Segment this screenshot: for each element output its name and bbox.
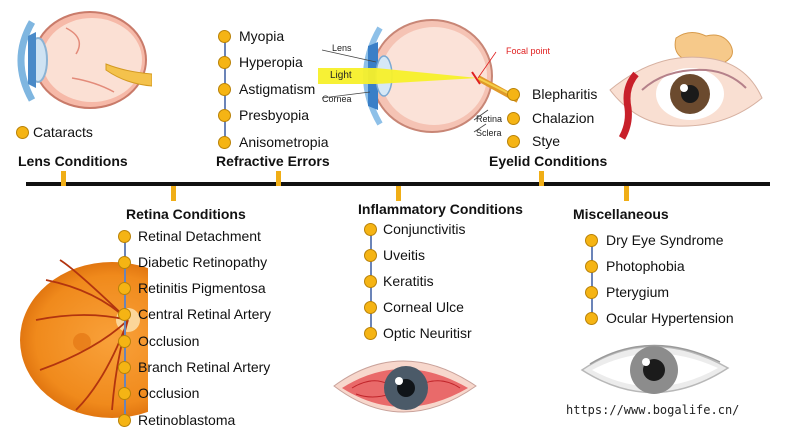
- retina-fundus-illustration: [20, 259, 148, 418]
- bullet-dot: [118, 281, 131, 295]
- eyelid-illustration: [609, 32, 763, 140]
- list-item: Myopia: [218, 28, 284, 44]
- bullet-dot: [118, 360, 131, 374]
- diagram-label-retina: Retina: [476, 114, 503, 124]
- grey-eye-illustration: [580, 344, 730, 394]
- category-miscellaneous: Miscellaneous: [573, 206, 669, 222]
- category-refractive-errors: Refractive Errors: [216, 153, 330, 169]
- bullet-dot: [118, 255, 131, 269]
- diagram-label-light: Light: [330, 70, 352, 81]
- diagram-label-sclera: Sclera: [476, 128, 502, 138]
- list-item: Cataracts: [16, 124, 93, 140]
- diagram-label-focal-point: Focal point: [506, 46, 551, 56]
- bullet-dot: [118, 413, 131, 427]
- list-item: Corneal Ulce: [364, 299, 464, 315]
- bullet-dot: [585, 311, 598, 325]
- bullet-dot: [585, 285, 598, 299]
- connector-line: [124, 242, 126, 422]
- bullet-dot: [364, 222, 377, 236]
- bullet-dot: [364, 248, 377, 262]
- list-item: Anisometropia: [218, 134, 329, 150]
- list-item: Astigmatism: [218, 81, 315, 97]
- list-item: Stye: [507, 133, 560, 149]
- list-item: Retinal Detachment: [118, 228, 261, 244]
- list-item: Diabetic Retinopathy: [118, 254, 267, 270]
- bullet-dot: [118, 386, 131, 400]
- list-item: Retinitis Pigmentosa: [118, 280, 266, 296]
- category-lens-conditions: Lens Conditions: [18, 153, 128, 169]
- bullet-dot: [218, 135, 231, 149]
- bullet-dot: [585, 259, 598, 273]
- watermark-url: https://www.bogalife.cn/: [566, 403, 740, 417]
- list-item: Retinoblastoma: [118, 412, 235, 428]
- list-item: Conjunctivitis: [364, 221, 465, 237]
- lens-cross-section-illustration: [17, 11, 152, 109]
- list-item: Central Retinal Artery: [118, 306, 271, 322]
- bullet-dot: [507, 134, 520, 148]
- list-item: Hyperopia: [218, 54, 303, 70]
- timeline-axis: [26, 182, 770, 186]
- list-item: Branch Retinal Artery: [118, 359, 270, 375]
- timeline-tick-lens: [61, 171, 66, 186]
- list-item: Occlusion: [118, 333, 199, 349]
- category-eyelid-conditions: Eyelid Conditions: [489, 153, 608, 169]
- bullet-dot: [218, 108, 231, 122]
- category-inflammatory-conditions: Inflammatory Conditions: [358, 201, 523, 217]
- bullet-dot: [218, 29, 231, 43]
- timeline-tick-refractive: [276, 171, 281, 186]
- bullet-dot: [507, 111, 520, 125]
- list-item: Chalazion: [507, 110, 594, 126]
- timeline-tick-misc: [624, 186, 629, 201]
- diagram-label-lens: Lens: [332, 43, 352, 53]
- diagram-label-cornea: Cornea: [322, 94, 352, 104]
- list-item: Presbyopia: [218, 107, 309, 123]
- timeline-tick-inflammatory: [396, 186, 401, 201]
- bullet-dot: [118, 334, 131, 348]
- timeline-tick-eyelid: [539, 171, 544, 186]
- list-item: Photophobia: [585, 258, 685, 274]
- bullet-dot: [118, 307, 131, 321]
- bullet-dot: [218, 55, 231, 69]
- bullet-dot: [585, 233, 598, 247]
- list-item: Pterygium: [585, 284, 669, 300]
- list-item: Dry Eye Syndrome: [585, 232, 723, 248]
- bullet-dot: [218, 82, 231, 96]
- list-item: Ocular Hypertension: [585, 310, 734, 326]
- bullet-dot: [364, 274, 377, 288]
- list-item: Uveitis: [364, 247, 425, 263]
- category-retina-conditions: Retina Conditions: [126, 206, 246, 222]
- bullet-dot: [507, 87, 520, 101]
- bullet-dot: [364, 300, 377, 314]
- bullet-dot: [16, 125, 29, 139]
- list-item: Occlusion: [118, 385, 199, 401]
- inflamed-eye-illustration: [333, 360, 477, 413]
- bullet-dot: [364, 326, 377, 340]
- timeline-tick-retina: [171, 186, 176, 201]
- list-item: Keratitis: [364, 273, 434, 289]
- list-item: Optic Neuritisr: [364, 325, 472, 341]
- connector-line: [591, 246, 593, 324]
- bullet-dot: [118, 229, 131, 243]
- refraction-eye-illustration: [318, 19, 518, 133]
- list-item: Blepharitis: [507, 86, 597, 102]
